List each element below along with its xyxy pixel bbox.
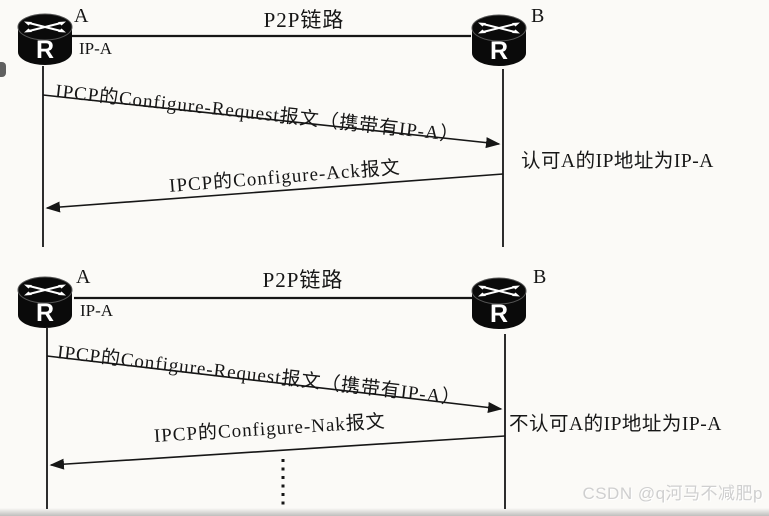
- router-b-icon: R: [470, 276, 528, 332]
- svg-text:R: R: [36, 299, 54, 327]
- diagram1-lines: [42, 34, 504, 247]
- router-b-icon: R: [470, 13, 528, 69]
- diagram2-lines: [46, 296, 506, 509]
- configure-request-arrow: [42, 94, 501, 149]
- endpoint-b-label: B: [533, 266, 547, 288]
- nak-annotation: 不认可A的IP地址为IP-A: [509, 414, 722, 435]
- scan-edge-shadow: [0, 508, 769, 516]
- svg-text:R: R: [490, 37, 508, 65]
- p2p-link-title: P2P链路: [262, 268, 344, 292]
- endpoint-b-label: B: [531, 5, 545, 27]
- configure-request-arrow: [46, 355, 503, 413]
- router-a-icon: R: [16, 275, 74, 331]
- scan-artifact: [0, 62, 6, 77]
- csdn-watermark: CSDN @q河马不减肥p: [582, 484, 763, 503]
- configure-ack-arrow: [45, 173, 504, 213]
- p2p-link-title: P2P链路: [263, 8, 345, 32]
- endpoint-a-label: A: [74, 5, 89, 27]
- svg-text:R: R: [36, 36, 54, 64]
- endpoint-a-label: A: [76, 266, 91, 288]
- router-a-icon: R: [16, 12, 74, 68]
- ack-annotation: 认可A的IP地址为IP-A: [521, 151, 714, 172]
- configure-nak-arrow: [49, 435, 506, 470]
- router-a-ip-label: IP-A: [80, 301, 114, 320]
- svg-text:R: R: [490, 300, 508, 328]
- router-a-ip-label: IP-A: [79, 39, 113, 58]
